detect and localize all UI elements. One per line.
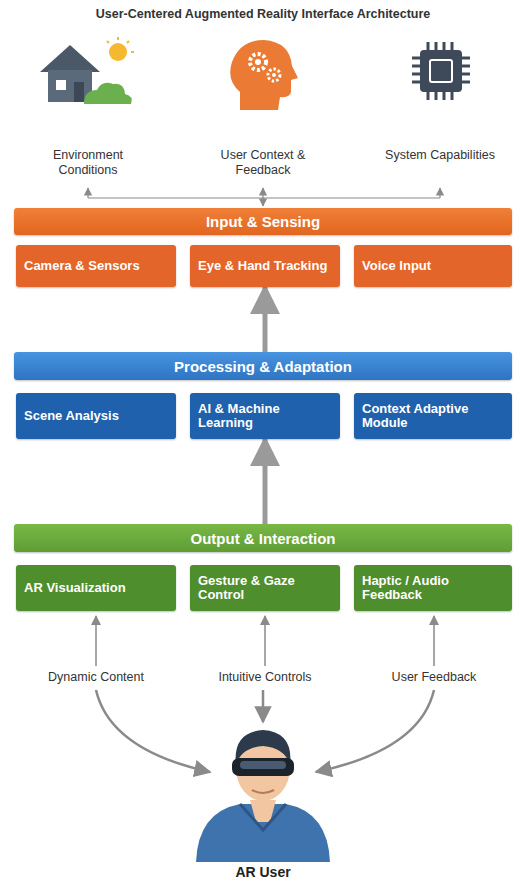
ar-user-figure [196,730,330,862]
module-label: Haptic / Audio Feedback [362,574,504,603]
layer-band: Output & Interaction [14,524,512,552]
node-text-group: Output & Interaction [191,530,336,547]
node-text-group: Voice Input [362,259,431,273]
module-box: AR Visualization [16,565,176,611]
band-title: Processing & Adaptation [174,358,352,375]
module-label: Context Adaptive Module [362,402,504,431]
node-text-group: Processing & Adaptation [174,358,352,375]
context-label: Environment Conditions [33,148,143,178]
node-text-group: Camera & Sensors [24,259,140,273]
module-box: Haptic / Audio Feedback [354,565,512,611]
module-label: Voice Input [362,259,431,273]
node-text-group: Eye & Hand Tracking [198,259,327,273]
context-label: User Feedback [374,670,494,685]
user-label: AR User [203,864,323,881]
node-text-group: Context Adaptive Module [362,402,504,431]
module-label: Eye & Hand Tracking [198,259,327,273]
context-label: Dynamic Content [36,670,156,685]
diagram-title: User-Centered Augmented Reality Interfac… [0,7,526,21]
flow-arrow [263,287,268,352]
context-label: Intuitive Controls [205,670,325,685]
layer-band: Processing & Adaptation [14,352,512,380]
node-text-group: AR Visualization [24,581,126,595]
node-text-group: Input & Sensing [206,213,320,230]
module-box: Gesture & Gaze Control [190,565,340,611]
flow-arrow [263,439,268,524]
node-text-group: Scene Analysis [24,409,119,423]
context-label: System Capabilities [385,148,495,163]
module-label: AR Visualization [24,581,126,595]
module-box: AI & Machine Learning [190,393,340,439]
module-box: Eye & Hand Tracking [190,245,340,287]
module-label: Gesture & Gaze Control [198,574,332,603]
node-text-group: AI & Machine Learning [198,402,332,431]
module-box: Camera & Sensors [16,245,176,287]
node-text-group: Haptic / Audio Feedback [362,574,504,603]
module-label: Camera & Sensors [24,259,140,273]
head-gear-icon [230,40,298,110]
context-connector [88,188,440,206]
band-title: Output & Interaction [191,530,336,547]
module-box: Voice Input [354,245,512,287]
house-icon [40,37,134,104]
layer-band: Input & Sensing [14,208,512,235]
module-label: AI & Machine Learning [198,402,332,431]
module-label: Scene Analysis [24,409,119,423]
band-title: Input & Sensing [206,213,320,230]
module-box: Context Adaptive Module [354,393,512,439]
chip-icon [412,42,470,100]
context-label: User Context & Feedback [203,148,323,178]
node-text-group: Gesture & Gaze Control [198,574,332,603]
module-box: Scene Analysis [16,393,176,439]
